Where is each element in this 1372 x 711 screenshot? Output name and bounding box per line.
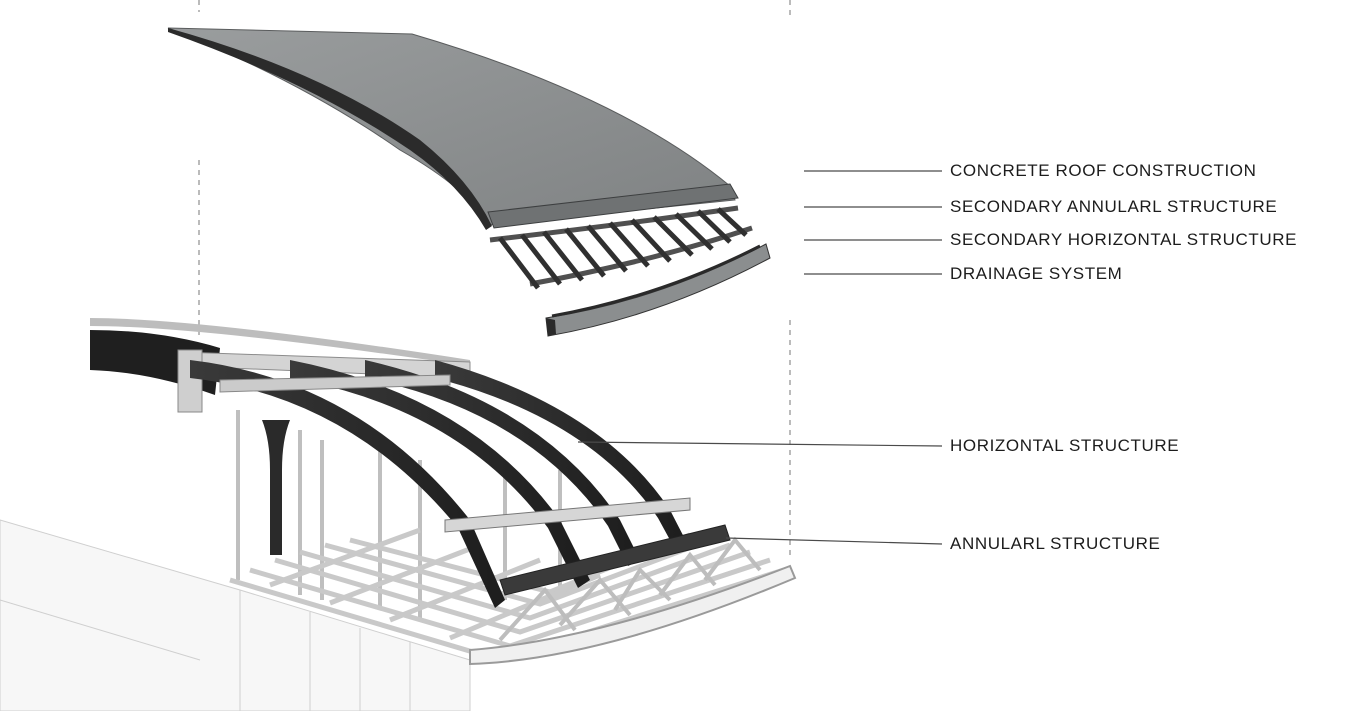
label-drainage-system: DRAINAGE SYSTEM <box>950 264 1123 283</box>
roof-upstand <box>487 183 739 229</box>
arched-rib <box>435 360 688 551</box>
label-secondary-annular-structure: SECONDARY ANNULARL STRUCTURE <box>950 197 1278 216</box>
secondary-steel-grid <box>489 205 753 290</box>
label-horizontal-structure: HORIZONTAL STRUCTURE <box>950 436 1180 455</box>
edge-trusses <box>498 536 762 642</box>
drainage-channel <box>545 243 771 337</box>
edge-gutter <box>469 564 797 666</box>
label-concrete-roof-construction: CONCRETE ROOF CONSTRUCTION <box>950 161 1257 180</box>
existing-roof-band <box>0 300 470 410</box>
leader-line <box>725 537 943 545</box>
building-base <box>0 519 471 711</box>
dark-column <box>262 420 290 555</box>
concrete-roof-shell <box>167 27 739 230</box>
label-secondary-horizontal-structure: SECONDARY HORIZONTAL STRUCTURE <box>950 230 1298 249</box>
annular-beams <box>219 374 731 596</box>
label-annular-structure: ANNULARL STRUCTURE <box>950 534 1161 553</box>
leader-lines <box>577 170 943 545</box>
annular-dark-beam <box>499 524 731 596</box>
leader-line <box>577 441 943 447</box>
arched-ribs <box>190 360 688 608</box>
alignment-guides <box>198 0 791 560</box>
